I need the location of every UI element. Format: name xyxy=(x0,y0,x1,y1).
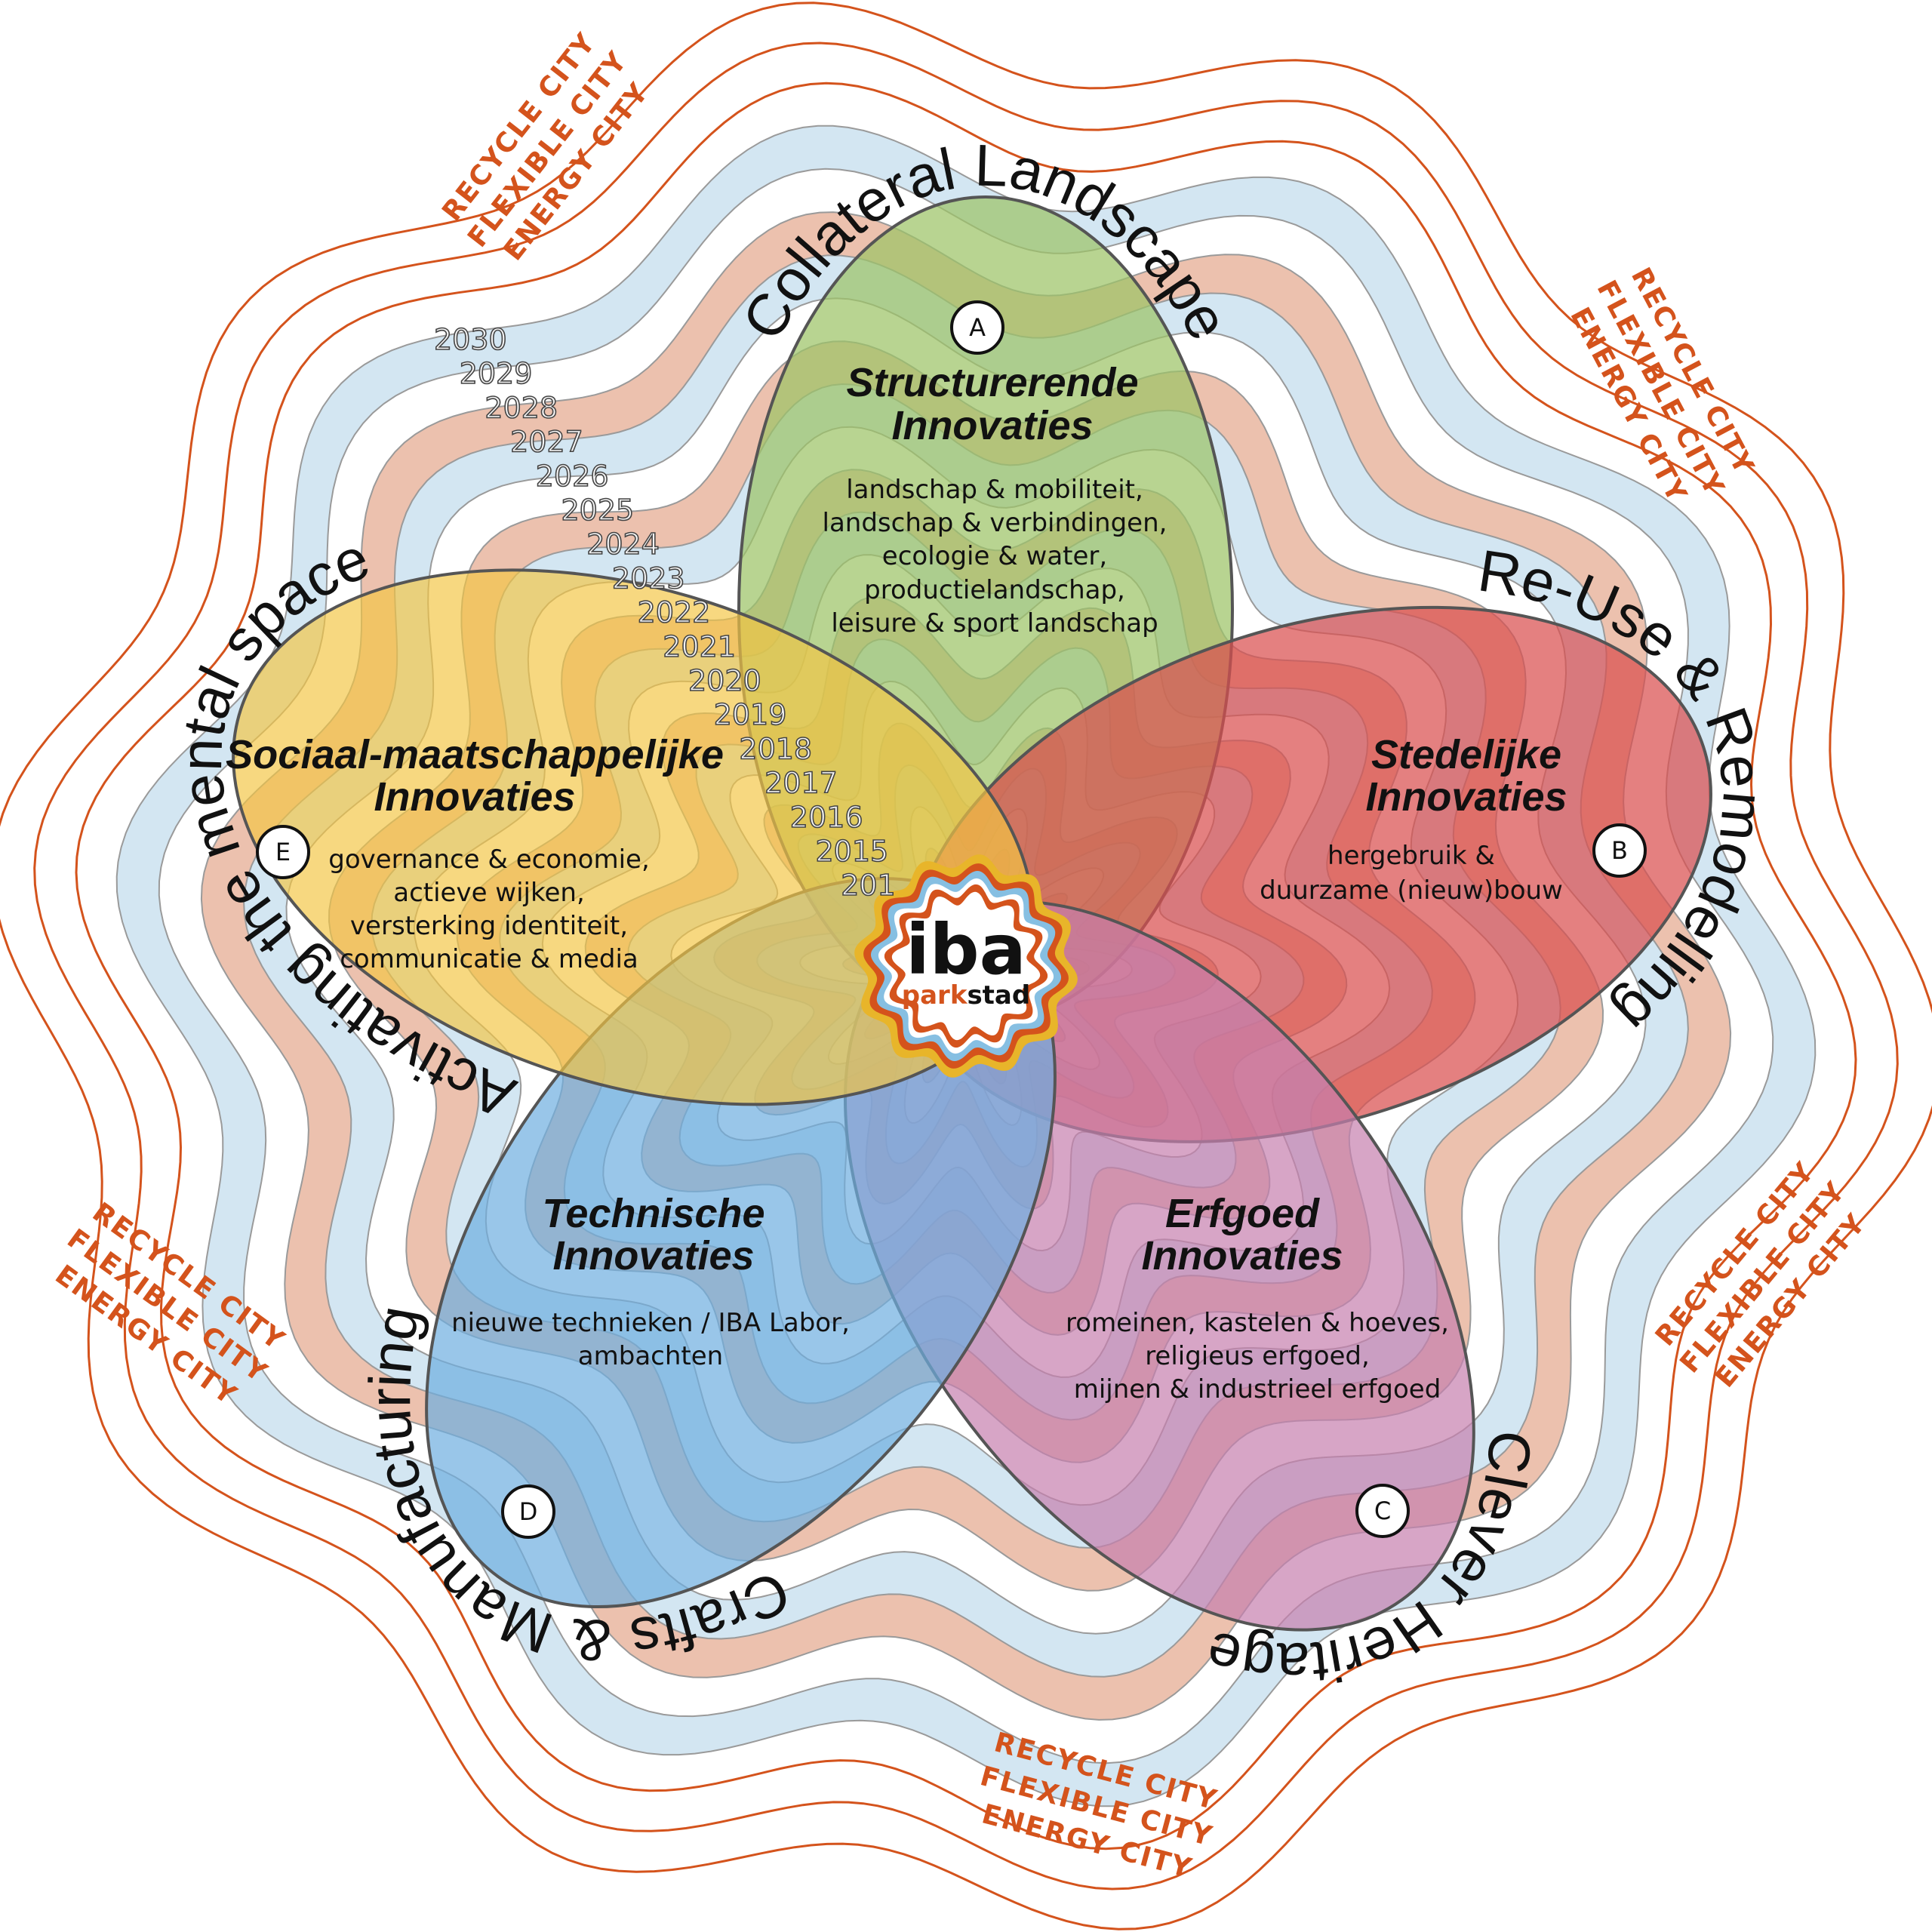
petal-description: romeinen, kastelen & hoeves, xyxy=(1066,1308,1449,1338)
year-label: 2025 xyxy=(561,494,635,527)
petal-title: Innovaties xyxy=(374,774,575,820)
year-label: 2017 xyxy=(764,767,838,800)
badge-a: A xyxy=(950,300,1004,355)
year-label: 2030 xyxy=(434,323,507,356)
petal-description: landschap & verbindingen, xyxy=(823,508,1168,538)
petal-c-text: Erfgoed Innovaties romeinen, kastelen & … xyxy=(1066,1191,1449,1404)
logo-stad: stad xyxy=(967,980,1030,1011)
logo-park: park xyxy=(902,980,968,1011)
petal-d-text: Technische Innovaties nieuwe technieken … xyxy=(451,1191,850,1371)
petal-description: communicatie & media xyxy=(340,944,638,974)
petal-title: Innovaties xyxy=(1141,1233,1343,1278)
petal-e-text: Sociaal-maatschappelijke Innovaties gove… xyxy=(226,732,724,974)
badge-d: D xyxy=(501,1484,555,1539)
year-label: 2028 xyxy=(485,391,558,424)
petal-description: governance & economie, xyxy=(328,844,650,875)
petal-description: mijnen & industrieel erfgoed xyxy=(1074,1374,1441,1404)
petal-title: Stedelijke xyxy=(1371,732,1561,777)
badge-b: B xyxy=(1592,823,1647,878)
letter-badges: A B C D E xyxy=(256,300,1647,1539)
year-label: 2023 xyxy=(612,561,685,595)
year-label: 201 xyxy=(841,869,896,902)
logo-parkstad: parkstad xyxy=(902,980,1030,1011)
iba-parkstad-logo: iba parkstad xyxy=(854,854,1078,1078)
year-label: 2029 xyxy=(460,357,533,390)
logo-iba: iba xyxy=(906,909,1026,990)
petal-description: ambachten xyxy=(578,1341,723,1371)
petal-title: Erfgoed xyxy=(1165,1191,1320,1236)
year-label: 2020 xyxy=(688,664,761,697)
petal-title: Innovaties xyxy=(552,1233,754,1278)
badge-letter: C xyxy=(1374,1497,1391,1525)
year-label: 2022 xyxy=(638,596,711,629)
city-line xyxy=(33,42,1899,1890)
badge-letter: A xyxy=(969,313,986,342)
petal-description: hergebruik & xyxy=(1327,841,1495,871)
year-label: 2026 xyxy=(536,460,609,493)
petal-description: leisure & sport landschap xyxy=(831,608,1158,638)
badge-letter: D xyxy=(519,1497,538,1526)
year-label: 2024 xyxy=(586,528,660,561)
petal-b-text: Stedelijke Innovaties hergebruik & duurz… xyxy=(1260,732,1567,906)
petal-description: actieve wijken, xyxy=(393,878,585,908)
petal-title: Structurerende xyxy=(846,360,1138,405)
year-label: 2027 xyxy=(510,426,583,459)
petal-description: landschap & mobiliteit, xyxy=(846,475,1143,505)
year-labels: 2030202920282027202620252024202320222021… xyxy=(433,322,896,903)
petal-title: Innovaties xyxy=(891,403,1093,448)
petal-a-text: Structurerende Innovaties landschap & mo… xyxy=(823,360,1168,638)
year-label: 2019 xyxy=(714,698,787,731)
badge-c: C xyxy=(1355,1484,1410,1538)
petal-description: nieuwe technieken / IBA Labor, xyxy=(451,1308,850,1338)
petal-description: religieus erfgoed, xyxy=(1145,1341,1370,1371)
petal-title: Innovaties xyxy=(1365,774,1567,820)
petals xyxy=(232,195,1712,1632)
city-line xyxy=(75,82,1857,1850)
petal-description: versterking identiteit, xyxy=(350,911,628,941)
petal-title: Sociaal-maatschappelijke xyxy=(226,732,724,777)
badge-letter: B xyxy=(1611,836,1628,865)
year-label: 2021 xyxy=(663,630,736,663)
badge-letter: E xyxy=(275,838,291,866)
petal-description: ecologie & water, xyxy=(882,541,1107,571)
year-label: 2018 xyxy=(739,732,812,765)
petal-title: Technische xyxy=(542,1191,764,1236)
year-label: 2015 xyxy=(816,835,889,868)
logo-ring xyxy=(891,891,1041,1041)
badge-e: E xyxy=(256,825,310,879)
year-label: 2016 xyxy=(790,801,863,834)
petal-description: productielandschap, xyxy=(864,575,1125,605)
petal-description: duurzame (nieuw)bouw xyxy=(1260,875,1563,906)
